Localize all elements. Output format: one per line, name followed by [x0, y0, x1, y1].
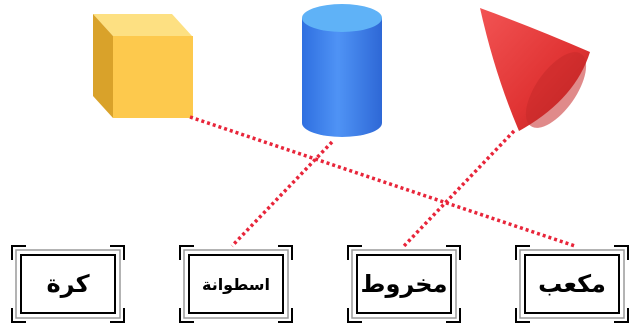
cone-base-shade [525, 52, 587, 128]
cube-side-face [93, 14, 113, 118]
label-cylinder: اسطوانة [201, 274, 271, 294]
label-cube: مكعب [538, 270, 606, 298]
cylinder-body [302, 18, 382, 137]
connector-cone-to-cone-label [402, 129, 516, 248]
label-frame [179, 245, 293, 323]
label-cone: مخروط [360, 270, 448, 298]
label-frame [347, 245, 461, 323]
cylinder-top [302, 4, 382, 32]
connector-lines [189, 115, 576, 248]
cone-body [480, 8, 590, 131]
cylinder-shape[interactable] [302, 4, 382, 137]
label-sphere: كرة [46, 270, 90, 298]
cube-front-face [113, 36, 193, 118]
label-box-cube[interactable]: مكعب [514, 244, 630, 324]
label-box-sphere[interactable]: كرة [10, 244, 126, 324]
connector-cylinder-to-cylinder-label [230, 140, 334, 248]
connector-cube-to-cube-label [189, 115, 576, 248]
label-box-cylinder[interactable]: اسطوانة [178, 244, 294, 324]
label-box-cone[interactable]: مخروط [346, 244, 462, 324]
label-frame [11, 245, 125, 323]
cube-top-face [93, 14, 192, 36]
cube-shape[interactable] [93, 14, 193, 118]
cone-shape[interactable] [480, 8, 598, 138]
label-frame [515, 245, 629, 323]
